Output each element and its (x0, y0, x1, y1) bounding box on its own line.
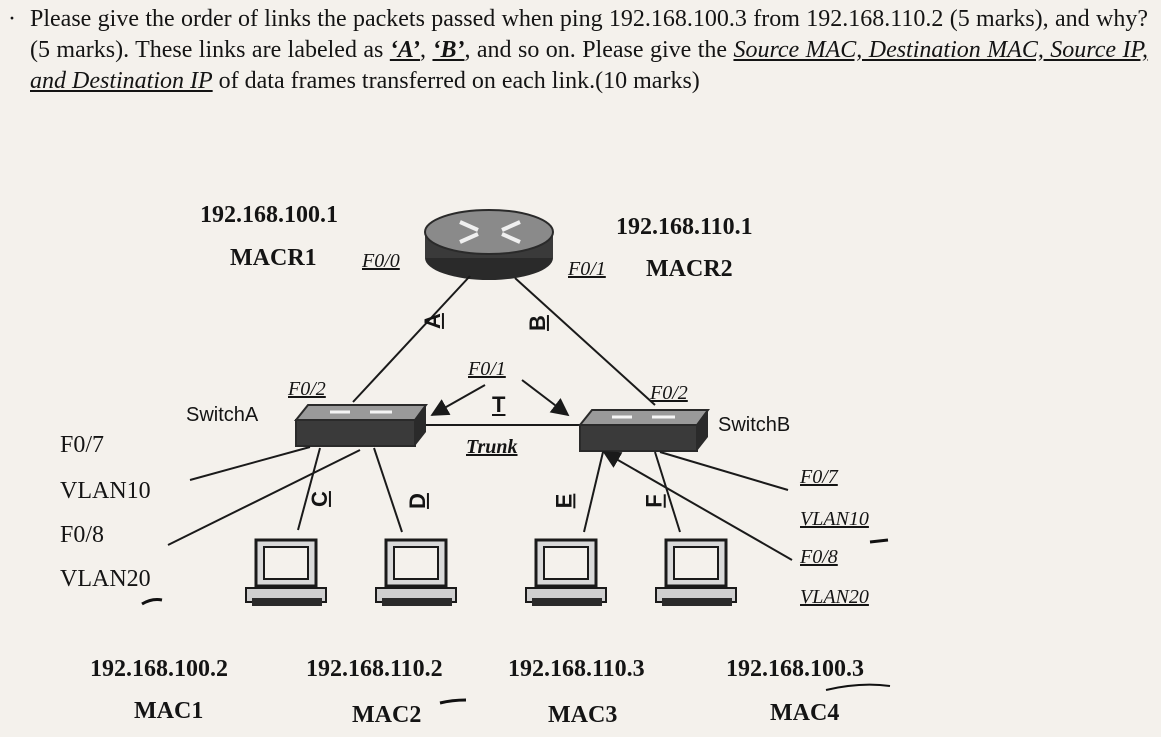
switch-a-vlan20: VLAN20 (60, 566, 151, 592)
switch-b-uplink-port: F0/2 (650, 382, 688, 404)
router-left-mac: MACR1 (230, 245, 317, 271)
switch-b-vlan10: VLAN10 (800, 508, 869, 530)
pen-mark-3 (439, 698, 467, 705)
host-3-ip: 192.168.110.3 (508, 656, 645, 682)
link-d-label: D (404, 493, 430, 509)
switch-b-port8: F0/8 (800, 546, 838, 568)
pc-2-icon (375, 538, 457, 606)
question-part3: of data frames transferred on each link.… (212, 68, 700, 94)
question-part1: Please give the order of links the packe… (30, 6, 1148, 63)
link-a-line (352, 275, 471, 403)
pen-mark-1 (141, 598, 163, 606)
link-b-line (514, 277, 656, 406)
bullet: · (8, 6, 16, 32)
link-c-label: C (306, 491, 332, 507)
link-b-ref: ‘B’ (432, 37, 465, 63)
link-a-ref: ‘A’ (389, 37, 421, 63)
link-a-label: A (419, 313, 445, 329)
switch-a-icon (293, 404, 428, 447)
router-port-f01: F0/1 (568, 258, 606, 280)
switch-b-port7: F0/7 (800, 466, 838, 488)
switch-a-port8: F0/8 (60, 522, 105, 548)
switch-b-icon (577, 409, 710, 452)
link-e-label: E (551, 493, 577, 509)
sep: , (420, 37, 433, 63)
switch-a-f08-line (167, 449, 361, 546)
router-right-ip: 192.168.110.1 (616, 214, 753, 240)
link-c-line (297, 447, 321, 531)
switch-a-vlan10: VLAN10 (60, 478, 151, 504)
link-b-label: B (524, 315, 550, 331)
pc-4-icon (655, 538, 737, 606)
host-3-mac: MAC3 (548, 702, 618, 728)
switch-a-port7: F0/7 (60, 432, 105, 458)
host-4-mac: MAC4 (770, 700, 840, 726)
host-4-ip: 192.168.100.3 (726, 656, 864, 682)
host-2-mac: MAC2 (352, 702, 422, 728)
router-port-f00: F0/0 (362, 250, 400, 272)
router-right-mac: MACR2 (646, 256, 733, 282)
switch-b-f08-line (602, 451, 793, 561)
question-part2: , and so on. Please give the (464, 37, 734, 63)
switch-b-f07-line (659, 451, 789, 491)
switch-b-name: SwitchB (718, 414, 791, 436)
host-2-ip: 192.168.110.2 (306, 656, 443, 682)
pc-3-icon (525, 538, 607, 606)
switch-b-vlan20: VLAN20 (800, 586, 869, 608)
frame-fields: Source MAC, Destination MAC, Source IP, … (30, 37, 1149, 94)
switch-a-uplink-port: F0/2 (288, 378, 326, 400)
flow-arrow-right (521, 379, 570, 417)
link-e-line (583, 451, 604, 533)
pen-mark-4 (825, 683, 891, 691)
pc-1-icon (245, 538, 327, 606)
host-1-ip: 192.168.100.2 (90, 656, 228, 682)
trunk-label: Trunk (466, 436, 518, 458)
link-t-label: T (492, 392, 506, 417)
link-f-line (654, 451, 681, 533)
router-left-ip: 192.168.100.1 (200, 202, 338, 228)
question-text: · Please give the order of links the pac… (8, 4, 1148, 97)
switch-a-f07-line (189, 446, 311, 481)
question-body: Please give the order of links the packe… (30, 4, 1148, 97)
host-1-mac: MAC1 (134, 698, 204, 724)
flow-arrow-left (430, 384, 486, 416)
switch-b-trunk-port: F0/1 (468, 358, 506, 380)
pen-mark-2 (869, 538, 889, 544)
link-d-line (373, 447, 403, 533)
link-f-label: F (641, 494, 667, 508)
switch-a-name: SwitchA (186, 404, 259, 426)
router-icon (424, 209, 554, 280)
